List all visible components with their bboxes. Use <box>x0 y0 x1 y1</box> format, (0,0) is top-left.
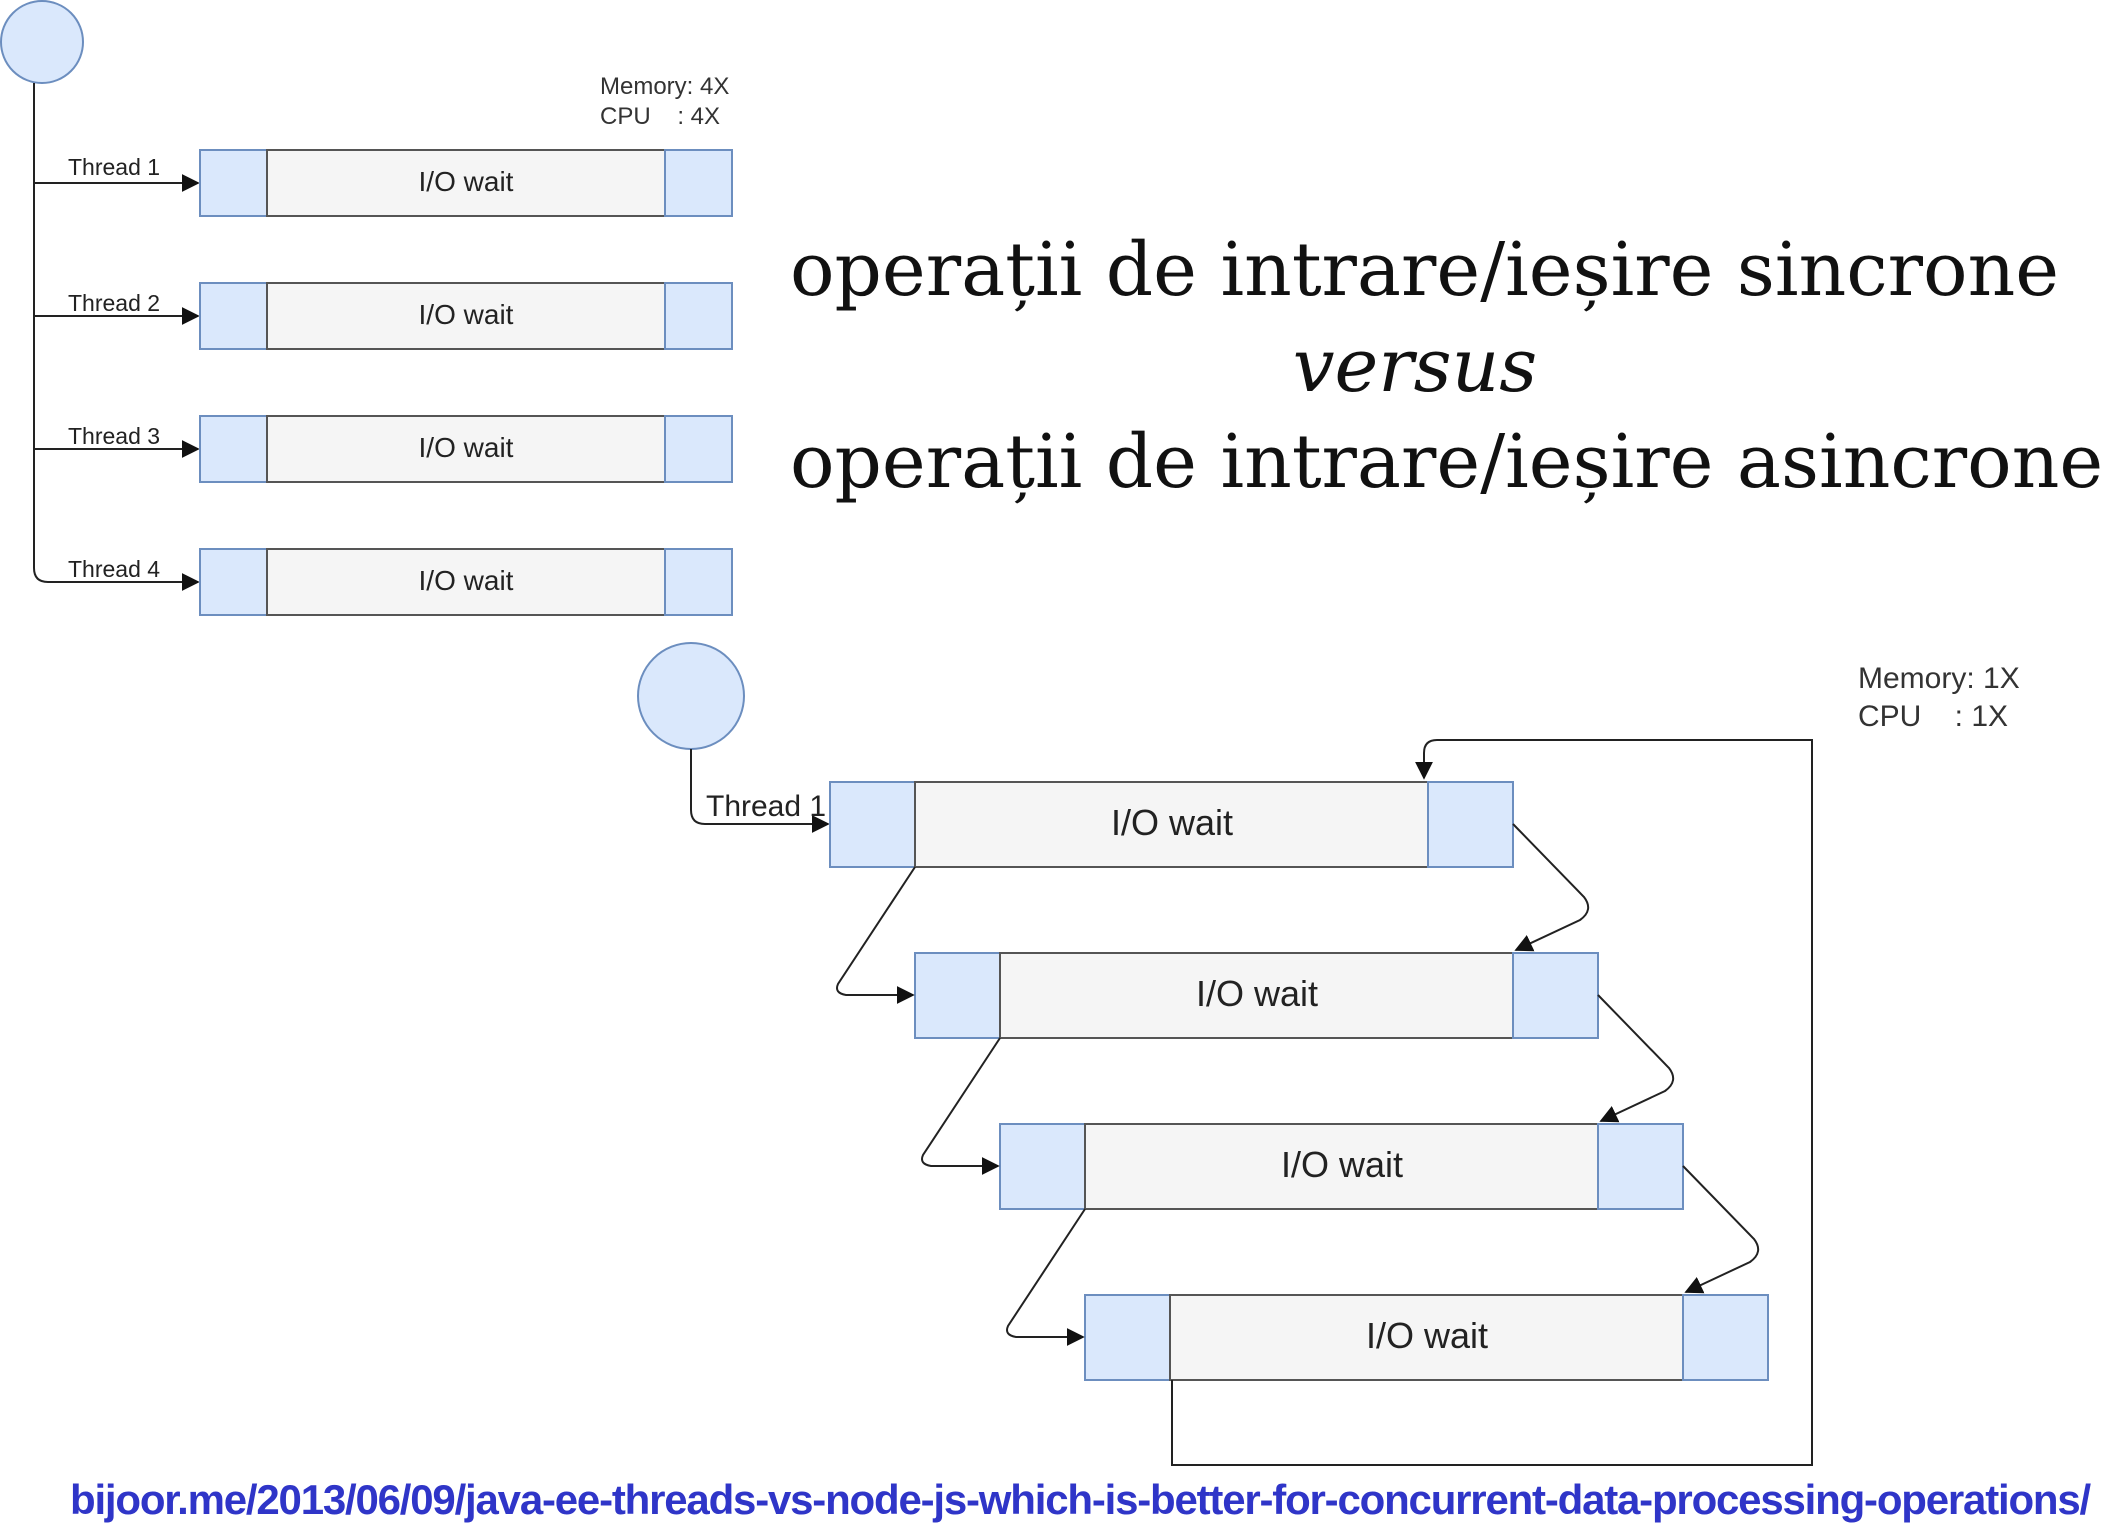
sync-diagram: Memory: 4X CPU : 4X Thread 1 I/O wait Th… <box>0 0 733 616</box>
async-cpu-block-start <box>914 952 1001 1039</box>
async-next-request-arrow <box>921 1037 1001 1175</box>
async-cpu-block-start <box>1084 1294 1171 1381</box>
sync-thread-label: Thread 4 <box>68 556 160 582</box>
async-io-wait-label: I/O wait <box>1366 1315 1488 1356</box>
sync-io-wait-label: I/O wait <box>419 166 514 197</box>
async-io-wait-label: I/O wait <box>1111 802 1233 843</box>
async-cpu-block-end <box>1682 1294 1769 1381</box>
sync-cpu-block-end <box>664 548 733 616</box>
sync-cpu-block-start <box>199 282 268 350</box>
sync-thread-label: Thread 1 <box>68 154 160 180</box>
sync-cpu-block-end <box>664 282 733 350</box>
title-line-async: operații de intrare/ieșire asincrone <box>790 419 2103 505</box>
async-io-wait-label: I/O wait <box>1196 973 1318 1014</box>
source-link[interactable]: bijoor.me/2013/06/09/java-ee-threads-vs-… <box>70 1476 2091 1523</box>
async-process-node <box>637 642 745 750</box>
sync-thread-row: Thread 3 I/O wait <box>34 415 733 483</box>
async-next-request-arrow <box>1006 1208 1086 1346</box>
async-diagram: Memory: 1X CPU : 1X Thread 1 I/O wait I/… <box>637 642 2020 1466</box>
async-thread-arrow <box>690 749 830 833</box>
sync-process-node <box>0 0 84 84</box>
sync-io-wait-label: I/O wait <box>419 565 514 596</box>
title-line-sync: operații de intrare/ieșire sincrone <box>790 227 2060 313</box>
slide-title: operații de intrare/ieșire sincrone vers… <box>790 222 2103 510</box>
async-event-loop-arrow <box>1171 739 1813 1466</box>
async-next-request-arrow <box>836 866 916 1004</box>
async-cpu-block-end <box>1427 781 1514 868</box>
sync-thread-label: Thread 3 <box>68 423 160 449</box>
async-block-row: I/O wait <box>999 1123 1684 1210</box>
async-cpu-block-end <box>1512 952 1599 1039</box>
sync-io-wait-block <box>266 415 666 483</box>
async-cpu-block-start <box>829 781 916 868</box>
async-block-row: I/O wait <box>829 781 1514 868</box>
async-io-wait-block <box>914 781 1429 868</box>
sync-cpu-block-start <box>199 415 268 483</box>
sync-io-wait-label: I/O wait <box>419 299 514 330</box>
async-block-row: I/O wait <box>1084 1294 1769 1381</box>
sync-io-wait-block <box>266 548 666 616</box>
sync-trunk-line <box>33 83 49 583</box>
sync-cpu-block-end <box>664 149 733 217</box>
sync-cpu-label: CPU : 4X <box>600 103 720 130</box>
sync-thread-row: Thread 2 I/O wait <box>34 282 733 350</box>
sync-cpu-block-end <box>664 415 733 483</box>
diagram-canvas: Memory: 4X CPU : 4X Thread 1 I/O wait Th… <box>0 0 2020 1466</box>
async-io-wait-block <box>1169 1294 1684 1381</box>
title-line-versus: versus <box>1292 323 1538 409</box>
async-cpu-block-end <box>1597 1123 1684 1210</box>
sync-io-wait-block <box>266 282 666 350</box>
async-cpu-block-start <box>999 1123 1086 1210</box>
async-callback-arrow <box>1512 823 1590 952</box>
async-io-wait-block <box>1084 1123 1599 1210</box>
sync-thread-label: Thread 2 <box>68 290 160 316</box>
sync-cpu-block-start <box>199 149 268 217</box>
sync-memory-label: Memory: 4X <box>600 73 729 100</box>
async-callback-arrow <box>1597 994 1675 1123</box>
async-thread-label: Thread 1 <box>706 790 826 823</box>
sync-cpu-block-start <box>199 548 268 616</box>
async-callback-arrow <box>1682 1165 1760 1294</box>
async-cpu-label: CPU : 1X <box>1858 700 2008 733</box>
async-io-wait-label: I/O wait <box>1281 1144 1403 1185</box>
async-block-row: I/O wait <box>914 952 1599 1039</box>
sync-thread-row: Thread 1 I/O wait <box>34 149 733 217</box>
sync-io-wait-label: I/O wait <box>419 432 514 463</box>
async-memory-label: Memory: 1X <box>1858 662 2020 695</box>
sync-thread-row: Thread 4 I/O wait <box>48 548 733 616</box>
